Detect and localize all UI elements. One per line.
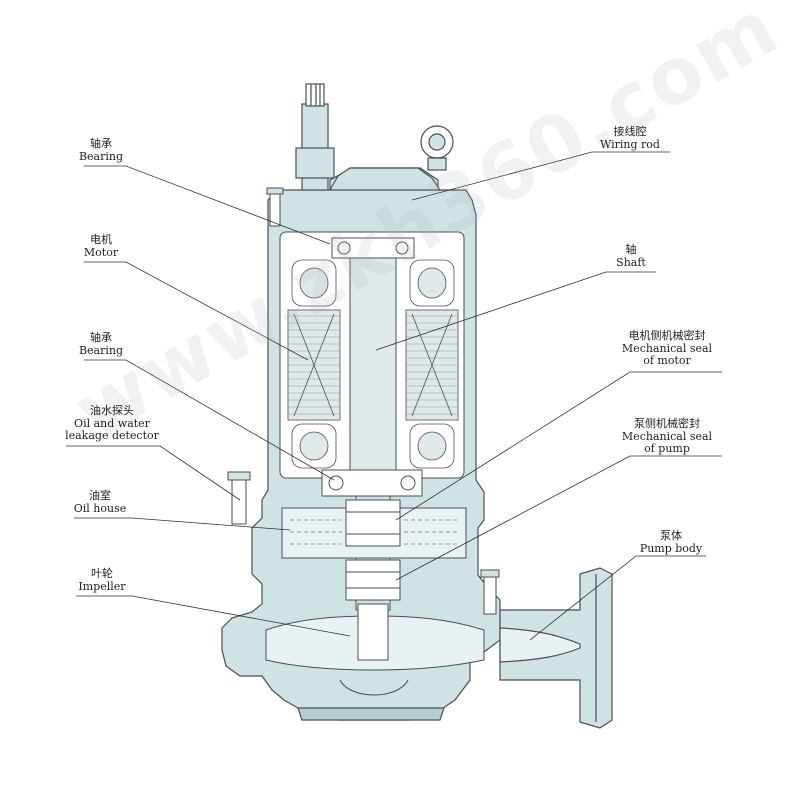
end-winding-core	[299, 267, 329, 299]
end-winding-core	[417, 431, 447, 461]
leader-line	[84, 359, 335, 481]
mechanical-seal-motor	[345, 499, 401, 547]
leader-line	[84, 165, 331, 245]
leakage-detector	[227, 471, 251, 525]
impeller	[265, 603, 485, 696]
stator-coil-mark	[293, 313, 335, 417]
leader-line	[529, 555, 706, 641]
leader-line	[74, 517, 291, 531]
leader-line	[395, 455, 722, 581]
casing-bolt-right	[480, 569, 500, 615]
stator-coil-mark	[411, 313, 453, 417]
lower-bearing	[321, 469, 423, 497]
leader-lines	[66, 151, 722, 641]
discharge-flange	[499, 567, 613, 729]
cable-inlet	[295, 83, 335, 191]
stator-windings	[287, 259, 459, 469]
end-winding-core	[299, 431, 329, 461]
end-winding-core	[417, 267, 447, 299]
leader-line	[375, 271, 656, 351]
leader-line	[395, 371, 722, 521]
leader-line	[84, 261, 309, 361]
leader-line	[411, 151, 670, 201]
leader-line	[66, 445, 241, 501]
oil-level-marks	[290, 519, 460, 545]
lifting-eye	[420, 125, 454, 171]
leader-line	[76, 595, 351, 637]
casing-bolt-left	[266, 187, 284, 227]
mechanical-seal-pump	[345, 559, 401, 601]
